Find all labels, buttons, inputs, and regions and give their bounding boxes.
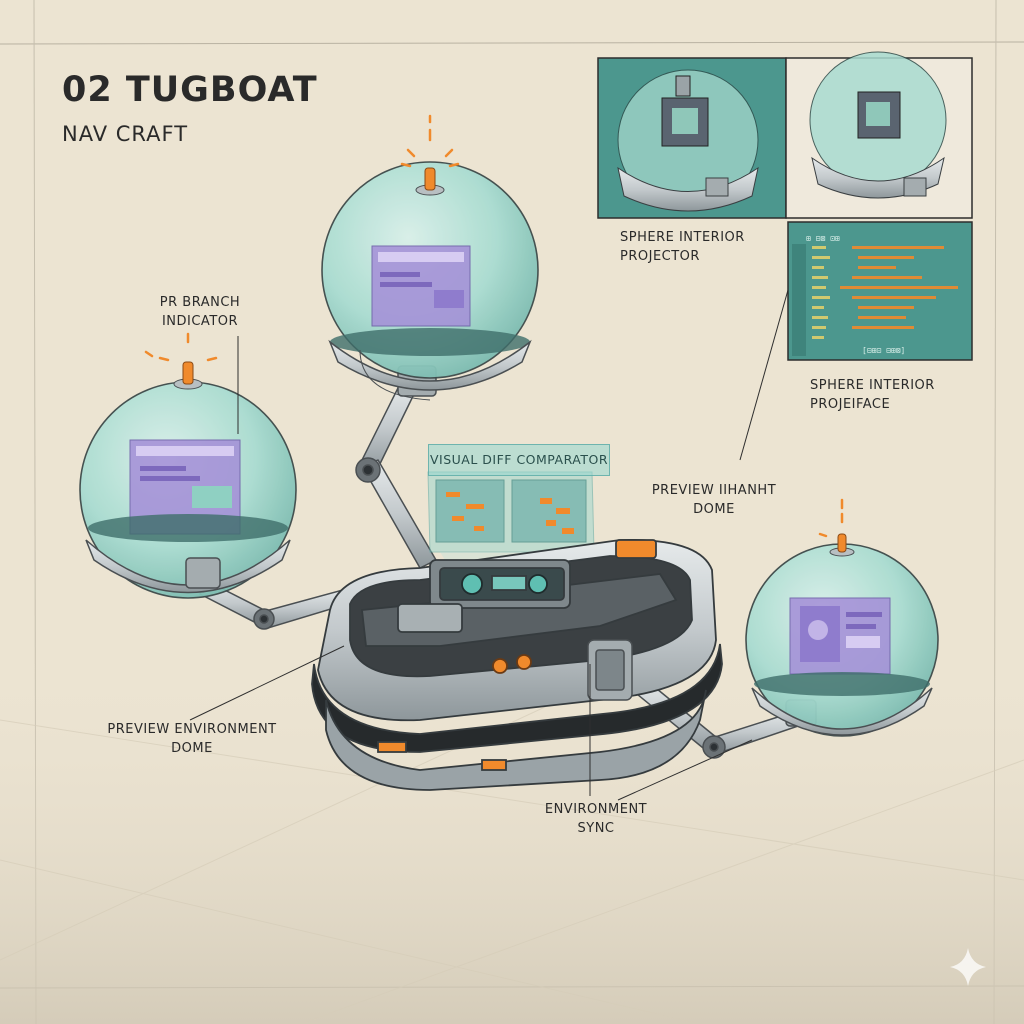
label-preview-ihanht-dome: PREVIEW IIHANHT DOME <box>651 483 777 517</box>
label-sphere-interior-projector: SPHERE INTERIOR PROJECTOR <box>620 230 745 264</box>
label-visual-diff-comparator: VISUAL DIFF COMPARATOR <box>428 444 610 476</box>
tugboat-hull <box>311 539 723 791</box>
preview-dome-left <box>79 361 297 599</box>
articulated-arm-top <box>355 365 438 569</box>
leader-lines <box>189 289 789 801</box>
inset-projector-panel-2 <box>785 51 973 219</box>
sparkle-icon <box>950 948 986 986</box>
environment-sync-connector <box>587 639 633 701</box>
preview-dome-right <box>745 533 939 737</box>
page-subtitle: NAV CRAFT <box>62 122 189 146</box>
preview-dome-top <box>321 161 539 401</box>
inset-projector-panel-1 <box>597 57 787 219</box>
label-preview-environment-dome: PREVIEW ENVIRONMENT DOME <box>107 722 277 756</box>
pr-branch-indicator-beacon <box>400 114 460 168</box>
inset-code-panel <box>787 221 973 361</box>
label-pr-branch-indicator: PR BRANCH INDICATOR <box>159 295 241 329</box>
label-environment-sync: ENVIRONMENT SYNC <box>544 802 648 836</box>
label-sphere-interior-projeface: SPHERE INTERIOR PROJEIFACE <box>810 378 935 412</box>
left-beacon-rays <box>144 332 218 362</box>
code-panel-title: ⊞ ⊟⊠ ⊡⊞ <box>806 234 840 243</box>
page-title: 02 TUGBOAT <box>62 70 318 110</box>
code-panel-footer: [⊟⊞⊡ ⊟⊞⊠] <box>862 346 906 355</box>
right-beacon-rays <box>818 498 844 538</box>
